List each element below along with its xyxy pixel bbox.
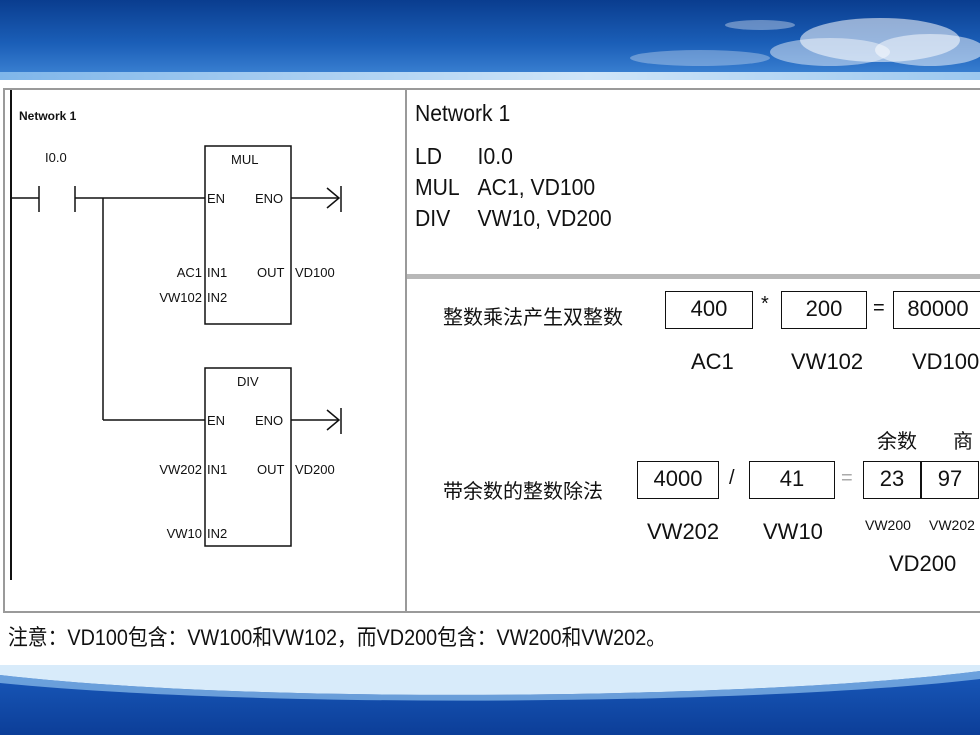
footer-wave [0,665,980,701]
calc-examples: 整数乘法产生双整数 400 * 200 = 80000 AC1 VW102 VD… [407,279,980,613]
div-in1: IN1 [207,462,227,477]
div-b-label: VW10 [763,519,823,544]
contact-label: I0.0 [45,150,67,165]
div-box [204,367,292,547]
ladder-diagram: Network 1 I0.0 MUL EN ENO IN1 IN2 OUT AC… [10,90,342,580]
mul-operator: * [761,293,769,315]
content-panel: Network 1 I0.0 MUL EN ENO IN1 IN2 OUT AC… [3,88,980,613]
ladder-network-label: Network 1 [19,109,77,123]
div-remainder: 23 [863,461,921,499]
header-banner [0,0,980,80]
mul-en: EN [207,191,225,206]
mul-result-label: VD100 [912,349,980,374]
mul-out-operand: VD100 [295,265,335,280]
div-operator: / [729,467,735,489]
quotient-label: VW202 [929,517,975,533]
mul-result: 80000 [893,291,980,329]
remainder-label: VW200 [865,517,911,533]
note-text: 注意：VD100包含：VW100和VW102，而VD200包含：VW200和VW… [8,625,667,650]
mul-out: OUT [257,265,285,280]
quotient-header: 商 [953,429,973,453]
div-quotient: 97 [921,461,979,499]
mul-in1-operand: AC1 [177,265,202,280]
mul-operand-b: 200 [781,291,867,329]
mul-a-label: AC1 [691,349,734,374]
remainder-header: 余数 [877,429,917,453]
mul-in1: IN1 [207,265,227,280]
div-a-label: VW202 [647,519,720,544]
vertical-divider [405,90,407,613]
horizontal-divider [407,274,980,279]
div-eno: ENO [255,413,283,428]
div-eno-arrow [326,409,341,431]
div-in2: IN2 [207,526,227,541]
div-out: OUT [257,462,285,477]
cloud-decoration [630,18,980,66]
mul-eno: ENO [255,191,283,206]
mul-caption: 整数乘法产生双整数 [443,305,623,329]
div-operand-b: 41 [749,461,835,499]
mul-equals: = [873,297,885,319]
div-caption: 带余数的整数除法 [443,479,603,503]
mul-name: MUL [231,152,258,167]
div-en: EN [207,413,225,428]
mul-b-label: VW102 [791,349,864,374]
footer-banner [0,665,980,735]
mul-in2-operand: VW102 [159,290,202,305]
div-result-label: VD200 [889,551,957,576]
div-in1-operand: VW202 [159,462,202,477]
div-name: DIV [237,374,259,389]
div-out-operand: VD200 [295,462,335,477]
div-in2-operand: VW10 [167,526,202,541]
div-operand-a: 4000 [637,461,719,499]
header-stripe [0,72,980,80]
mul-in2: IN2 [207,290,227,305]
stl-title: Network 1 [415,100,511,126]
div-equals: = [841,467,853,489]
mul-eno-arrow [326,187,341,209]
mul-box [204,145,292,325]
mul-operand-a: 400 [665,291,753,329]
